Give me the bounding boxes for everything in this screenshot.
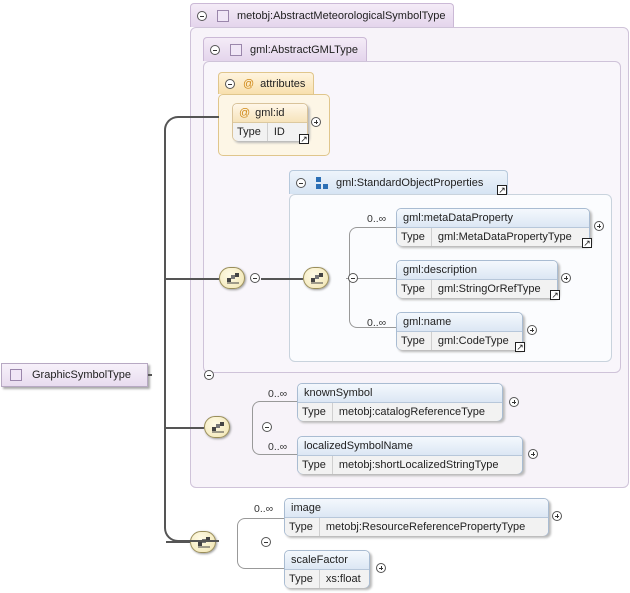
collapse-icon[interactable] xyxy=(261,537,272,547)
collapse-icon[interactable] xyxy=(250,273,260,283)
expand-icon[interactable] xyxy=(552,511,562,521)
sequence-compositor[interactable] xyxy=(303,267,329,289)
collapse-icon[interactable] xyxy=(348,273,359,283)
expand-icon[interactable] xyxy=(509,397,519,407)
element-knownsymbol[interactable]: knownSymbol Type metobj:catalogReferenceT… xyxy=(297,383,503,421)
collapse-icon[interactable] xyxy=(210,44,220,55)
attribute-name: gml:id xyxy=(255,107,285,119)
attribute-gml-id[interactable]: @ gml:id Type ID xyxy=(232,103,308,141)
cardinality-label: 0..∞ xyxy=(367,213,387,225)
connector xyxy=(261,278,303,280)
element-name: localizedSymbolName xyxy=(298,437,522,456)
cardinality-label: 0..∞ xyxy=(254,503,274,515)
connector xyxy=(166,541,190,543)
type-link-icon[interactable]: ↗ xyxy=(550,290,560,300)
type-key: Type xyxy=(289,570,320,588)
element-gml-metadataproperty[interactable]: gml:metaDataProperty Type gml:MetaDataPro… xyxy=(396,208,590,246)
group-icon xyxy=(316,176,328,189)
element-gml-name[interactable]: gml:name Type gml:CodeType xyxy=(396,312,523,350)
element-image[interactable]: image Type metobj:ResourceReferenceProper… xyxy=(284,498,549,536)
attributes-tab[interactable]: @ attributes xyxy=(218,72,315,94)
type-key: Type xyxy=(401,280,432,298)
root-element[interactable]: GraphicSymbolType xyxy=(1,363,148,387)
collapse-icon[interactable] xyxy=(225,78,235,89)
type-value: metobj:catalogReferenceType xyxy=(338,406,486,418)
connector xyxy=(346,278,396,279)
element-localizedsymbolname[interactable]: localizedSymbolName Type metobj:shortLoca… xyxy=(297,436,523,474)
cardinality-label: 0..∞ xyxy=(268,441,288,453)
type-value: ID xyxy=(273,126,285,138)
type-value: metobj:ResourceReferencePropertyType xyxy=(325,521,526,533)
connector xyxy=(237,518,284,569)
root-element-label: GraphicSymbolType xyxy=(32,369,132,381)
std-props-label: gml:StandardObjectProperties xyxy=(336,176,484,189)
expand-icon[interactable] xyxy=(311,117,321,127)
type-key: Type xyxy=(401,332,432,350)
type-value: xs:float xyxy=(325,573,361,585)
cardinality-label: 0..∞ xyxy=(367,317,387,329)
connector xyxy=(252,401,297,455)
expand-icon[interactable] xyxy=(594,221,604,231)
connector xyxy=(166,427,204,429)
expand-icon[interactable] xyxy=(561,273,571,283)
type-link-icon[interactable]: ↗ xyxy=(515,342,525,352)
collapse-icon[interactable] xyxy=(204,370,215,380)
type-link-icon[interactable]: ↗ xyxy=(299,134,309,144)
complex-type-icon xyxy=(217,9,229,22)
expand-icon[interactable] xyxy=(376,563,386,573)
connector xyxy=(148,374,152,376)
gml-base-label: gml:AbstractGMLType xyxy=(250,43,358,56)
type-value: gml:StringOrRefType xyxy=(437,283,541,295)
element-name: knownSymbol xyxy=(298,384,502,403)
connector xyxy=(166,278,219,280)
element-gml-description[interactable]: gml:description Type gml:StringOrRefType xyxy=(396,260,558,298)
expand-icon[interactable] xyxy=(527,325,537,335)
element-name: gml:metaDataProperty xyxy=(397,209,589,228)
element-scalefactor[interactable]: scaleFactor Type xs:float xyxy=(284,550,370,588)
sequence-compositor[interactable] xyxy=(219,267,245,289)
cardinality-label: 0..∞ xyxy=(268,388,288,400)
gml-base-tab[interactable]: gml:AbstractGMLType xyxy=(203,37,367,61)
type-key: Type xyxy=(237,123,268,141)
connector xyxy=(164,116,219,542)
type-value: gml:MetaDataPropertyType xyxy=(437,231,572,243)
element-name: scaleFactor xyxy=(285,551,369,570)
base-type-label: metobj:AbstractMeteorologicalSymbolType xyxy=(237,9,446,22)
type-key: Type xyxy=(302,456,333,474)
sequence-compositor[interactable] xyxy=(204,416,230,438)
type-key: Type xyxy=(302,403,333,421)
complex-type-icon xyxy=(10,369,22,381)
complex-type-icon xyxy=(230,43,242,56)
collapse-icon[interactable] xyxy=(197,10,207,21)
type-link-icon[interactable]: ↗ xyxy=(582,238,592,248)
attribute-marker-icon: @ xyxy=(243,77,255,90)
std-props-tab[interactable]: gml:StandardObjectProperties xyxy=(289,170,509,194)
attribute-marker-icon: @ xyxy=(239,107,251,119)
element-name: image xyxy=(285,499,548,518)
element-name: gml:description xyxy=(397,261,557,280)
base-type-tab[interactable]: metobj:AbstractMeteorologicalSymbolType xyxy=(190,3,455,27)
type-key: Type xyxy=(401,228,432,246)
collapse-icon[interactable] xyxy=(262,422,273,432)
expand-icon[interactable] xyxy=(528,449,538,459)
collapse-icon[interactable] xyxy=(296,177,306,188)
element-name: gml:name xyxy=(397,313,522,332)
type-value: metobj:shortLocalizedStringType xyxy=(338,459,499,471)
attributes-label: attributes xyxy=(260,77,306,90)
type-value: gml:CodeType xyxy=(437,335,509,347)
type-key: Type xyxy=(289,518,320,536)
type-link-icon[interactable]: ↗ xyxy=(497,185,507,195)
